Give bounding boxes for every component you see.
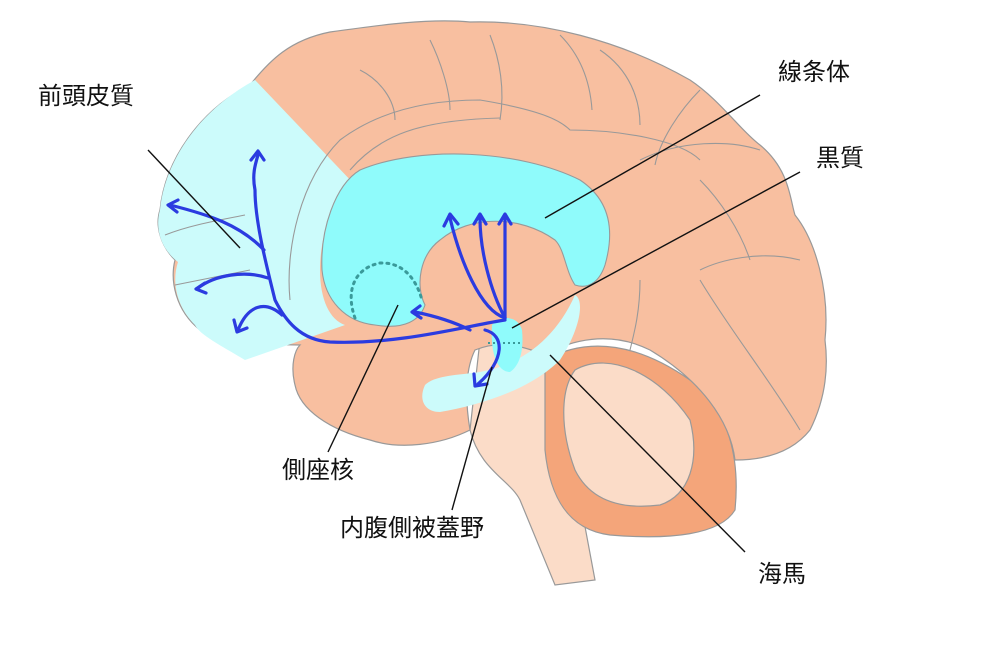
dopamine-pathways	[168, 153, 507, 386]
label-striatum: 線条体	[778, 58, 850, 86]
sulci	[164, 34, 801, 431]
vta-region	[491, 318, 523, 372]
leader-lines	[147, 94, 801, 553]
label-ventral-tegmental-area: 内腹側被蓋野	[340, 514, 484, 542]
hippocampus-shape	[422, 295, 580, 412]
nucleus-accumbens-outline	[349, 261, 424, 320]
label-nucleus-accumbens: 側座核	[282, 456, 354, 484]
cerebrum	[157, 20, 827, 461]
label-substantia-nigra: 黒質	[816, 144, 864, 172]
striatum	[321, 153, 611, 327]
label-hippocampus: 海馬	[758, 560, 806, 588]
pathway-arrowheads	[166, 149, 513, 388]
label-prefrontal-cortex: 前頭皮質	[38, 82, 134, 110]
